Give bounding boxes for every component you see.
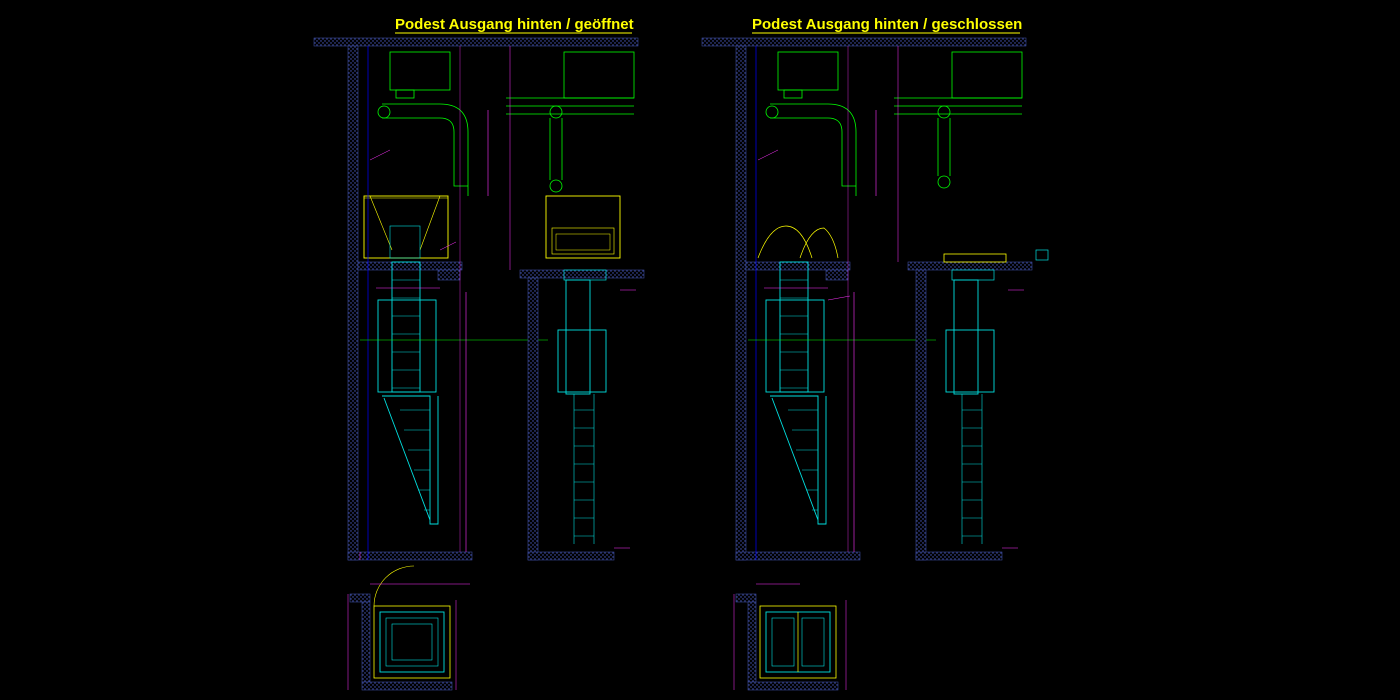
section-closed-side: [894, 46, 1049, 561]
section-open-side: [506, 46, 645, 561]
plan-open: [347, 565, 470, 691]
section-closed-front: [701, 37, 1027, 561]
title-open: Podest Ausgang hinten / geöffnet: [395, 16, 634, 33]
section-open-front: [313, 37, 639, 561]
title-closed: Podest Ausgang hinten / geschlossen: [752, 16, 1022, 33]
plan-closed: [733, 583, 847, 691]
